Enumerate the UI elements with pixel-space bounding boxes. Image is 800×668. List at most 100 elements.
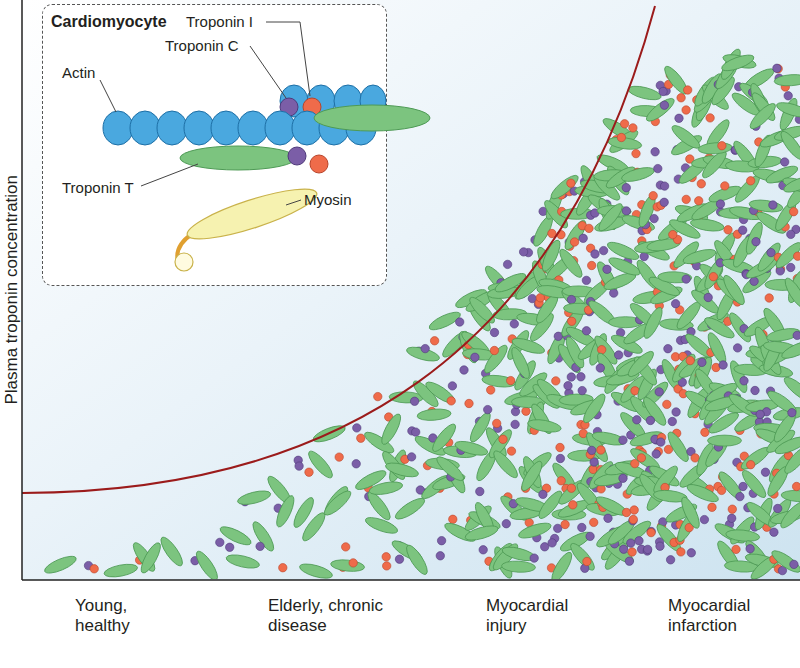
troponin-t-particle bbox=[43, 553, 79, 576]
troponin-t-particle bbox=[548, 550, 575, 579]
troponin-c-particle bbox=[635, 537, 643, 545]
troponin-i-particle bbox=[629, 515, 637, 523]
troponin-c-particle bbox=[578, 386, 586, 394]
troponin-c bbox=[288, 147, 306, 165]
troponin-c-particle bbox=[668, 417, 676, 425]
troponin-t-particle bbox=[378, 412, 404, 447]
troponin-c-particle bbox=[767, 248, 775, 256]
troponin-i-particle bbox=[552, 377, 560, 385]
troponin-c-particle bbox=[664, 345, 672, 353]
troponin-c-particle bbox=[256, 542, 264, 550]
troponin-c-particle bbox=[604, 514, 612, 522]
troponin-t-particle bbox=[766, 326, 800, 343]
category-label: Elderly, chronic disease bbox=[268, 596, 418, 635]
troponin-t-particle bbox=[321, 488, 354, 519]
troponin-t-particle bbox=[490, 448, 521, 481]
troponin-i-particle bbox=[561, 520, 569, 528]
troponin-c-particle bbox=[657, 438, 665, 446]
troponin-c-particle bbox=[622, 207, 630, 215]
troponin-i-particle bbox=[794, 252, 800, 260]
troponin-c-particle bbox=[654, 164, 662, 172]
troponin-t-particle bbox=[640, 394, 669, 428]
troponin-t-particle bbox=[782, 173, 800, 195]
troponin-t-particle bbox=[665, 429, 692, 464]
troponin-i-particle bbox=[588, 261, 596, 269]
troponin-t-particle bbox=[620, 165, 656, 184]
troponin-t-particle bbox=[625, 348, 657, 380]
troponin-c-particle bbox=[728, 514, 736, 522]
troponin-t-particle bbox=[567, 540, 598, 573]
troponin-c-particle bbox=[687, 549, 695, 557]
troponin-i-particle bbox=[382, 553, 390, 561]
troponin-i-particle bbox=[724, 226, 732, 234]
troponin-i-particle bbox=[684, 86, 692, 94]
troponin-t-particle bbox=[591, 430, 627, 448]
troponin-t-particle bbox=[769, 547, 800, 576]
troponin-i-particle bbox=[279, 564, 287, 572]
troponin-i-particle bbox=[570, 238, 578, 246]
part-label: Actin bbox=[62, 64, 95, 81]
troponin-t bbox=[180, 146, 296, 170]
troponin-c-particle bbox=[567, 295, 575, 303]
troponin-i-particle bbox=[629, 124, 637, 132]
troponin-i-particle bbox=[374, 392, 382, 400]
troponin-i-particle bbox=[557, 477, 565, 485]
troponin-t-particle bbox=[393, 495, 428, 523]
troponin-t-particle bbox=[777, 499, 800, 531]
troponin-c-particle bbox=[599, 246, 607, 254]
troponin-c-particle bbox=[756, 410, 764, 418]
troponin-i-particle bbox=[630, 506, 638, 514]
troponin-c-particle bbox=[412, 428, 420, 436]
troponin-c-particle bbox=[660, 198, 668, 206]
troponin-c-particle bbox=[619, 436, 627, 444]
troponin-c-particle bbox=[226, 543, 234, 551]
troponin-c-particle bbox=[519, 248, 527, 256]
part-label: Troponin T bbox=[62, 179, 134, 196]
troponin-t-particle bbox=[743, 220, 765, 256]
leader-lines bbox=[100, 22, 310, 205]
troponin-i bbox=[303, 98, 321, 116]
troponin-c-particle bbox=[671, 300, 679, 308]
troponin-c-particle bbox=[479, 546, 487, 554]
troponin-t-particle bbox=[682, 247, 718, 267]
troponin-i-particle bbox=[706, 114, 714, 122]
troponin-c-particle bbox=[751, 386, 759, 394]
troponin-c-particle bbox=[784, 92, 792, 100]
myosin bbox=[183, 180, 321, 249]
troponin-c-particle bbox=[787, 230, 795, 238]
troponin-i-particle bbox=[569, 501, 577, 509]
troponin-t-particle bbox=[384, 460, 420, 479]
troponin-i-particle bbox=[747, 461, 755, 469]
troponin-c-particle bbox=[437, 537, 445, 545]
category-label: Myocardial injury bbox=[486, 596, 601, 635]
troponin-c-particle bbox=[769, 201, 777, 209]
troponin-i-particle bbox=[677, 548, 685, 556]
troponin-c-particle bbox=[502, 520, 510, 528]
troponin-c-particle bbox=[484, 405, 492, 413]
troponin-i-particle bbox=[335, 453, 343, 461]
troponin-t-particle bbox=[193, 549, 221, 579]
troponin-i bbox=[310, 155, 328, 173]
troponin-c-particle bbox=[216, 538, 224, 546]
troponin-i-particle bbox=[765, 294, 773, 302]
troponin-i-particle bbox=[583, 557, 591, 565]
troponin-c-particle bbox=[750, 277, 758, 285]
troponin-t-particle bbox=[781, 374, 800, 404]
troponin-i-particle bbox=[728, 505, 736, 513]
troponin-c-particle bbox=[650, 214, 658, 222]
troponin-t-particle bbox=[698, 142, 733, 155]
troponin-c-particle bbox=[554, 524, 562, 532]
troponin-t-particle bbox=[481, 374, 516, 389]
troponin-c-particle bbox=[554, 332, 562, 340]
actin-upper bbox=[280, 85, 386, 117]
troponin-t-particle bbox=[669, 122, 703, 152]
troponin-c-particle bbox=[761, 468, 769, 476]
troponin-i-particle bbox=[357, 434, 365, 442]
troponin-c-particle bbox=[787, 263, 795, 271]
troponin-c-particle bbox=[603, 265, 611, 273]
part-label: Myosin bbox=[304, 191, 352, 208]
troponin-t-particle bbox=[607, 255, 643, 279]
troponin-t-particle bbox=[423, 379, 457, 407]
troponin-c-particle bbox=[352, 460, 360, 468]
